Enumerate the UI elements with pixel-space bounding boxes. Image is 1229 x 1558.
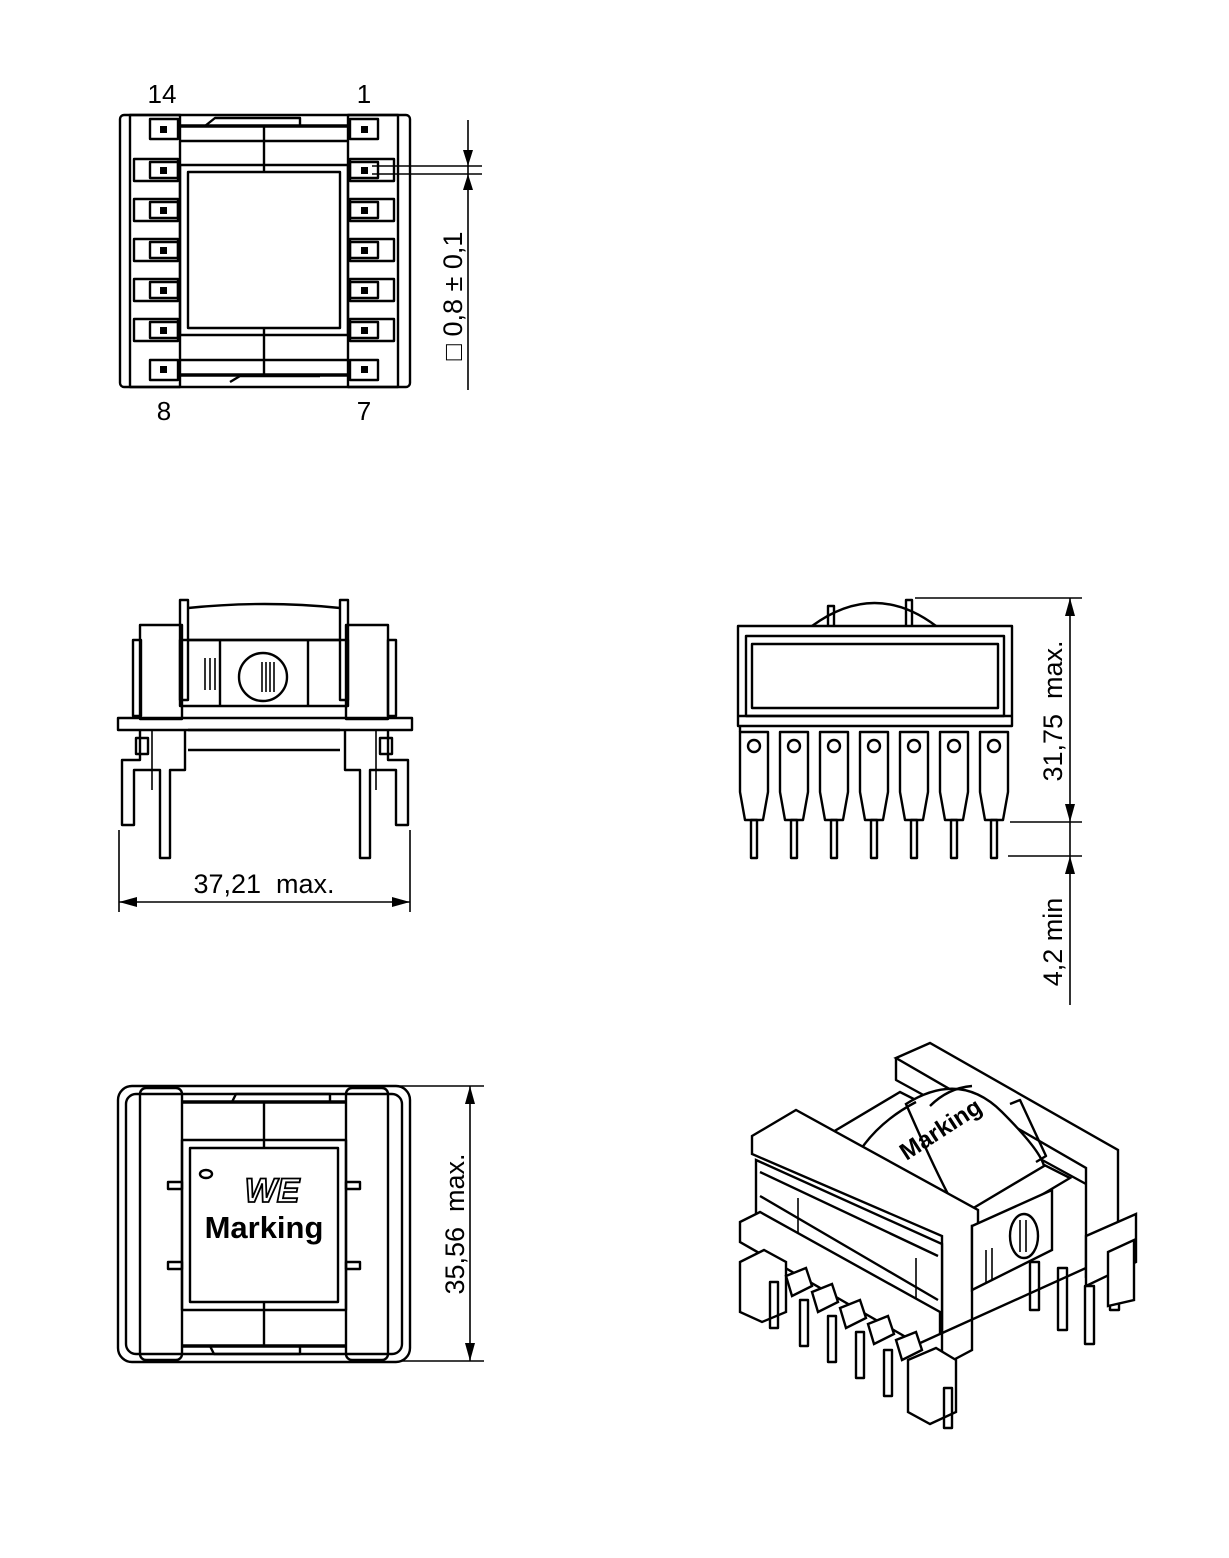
pitch-dimension-label: □ 0,8 ± 0,1	[438, 232, 468, 361]
pin-length-dimension-label: 4,2 min	[1038, 898, 1068, 987]
bottom-view-body: WE Marking	[116, 1084, 412, 1364]
width-dimension-label: 37,21 max.	[193, 869, 334, 899]
depth-dimension: 35,56 max.	[400, 1085, 484, 1362]
depth-dimension-label: 35,56 max.	[440, 1153, 470, 1294]
iso-front-pins	[738, 1248, 958, 1430]
pin-label-7: 7	[357, 396, 371, 426]
iso-right-flange	[893, 1041, 1138, 1308]
isometric-view: Marking	[738, 1041, 1138, 1430]
we-logo-mark: WE	[245, 1172, 301, 1210]
pin-label-1: 1	[357, 79, 371, 109]
side-view-pins	[738, 730, 1010, 860]
side-view: 31,75 max. 4,2 min	[736, 597, 1082, 1005]
top-view-pins-left	[132, 117, 180, 382]
top-view-pins-right	[348, 117, 396, 382]
top-view: 14 1 8 7	[118, 79, 482, 426]
pitch-dimension: □ 0,8 ± 0,1	[372, 120, 482, 390]
marking-text: Marking	[205, 1210, 324, 1245]
side-view-body	[736, 598, 1014, 732]
iso-base-plate	[738, 1210, 1087, 1346]
width-dimension: 37,21 max.	[118, 830, 411, 912]
height-dimension-label: 31,75 max.	[1038, 640, 1068, 781]
pin-label-8: 8	[157, 396, 171, 426]
pin-label-14: 14	[148, 79, 177, 109]
top-view-body	[118, 113, 412, 389]
front-view-legs	[120, 730, 410, 860]
iso-bobbin-core: Marking	[803, 1084, 1073, 1236]
front-view: 37,21 max.	[116, 598, 414, 912]
bottom-view: WE Marking 35,56 max.	[116, 1084, 484, 1364]
front-view-body	[116, 598, 414, 752]
height-dimension: 31,75 max. 4,2 min	[915, 597, 1082, 1005]
